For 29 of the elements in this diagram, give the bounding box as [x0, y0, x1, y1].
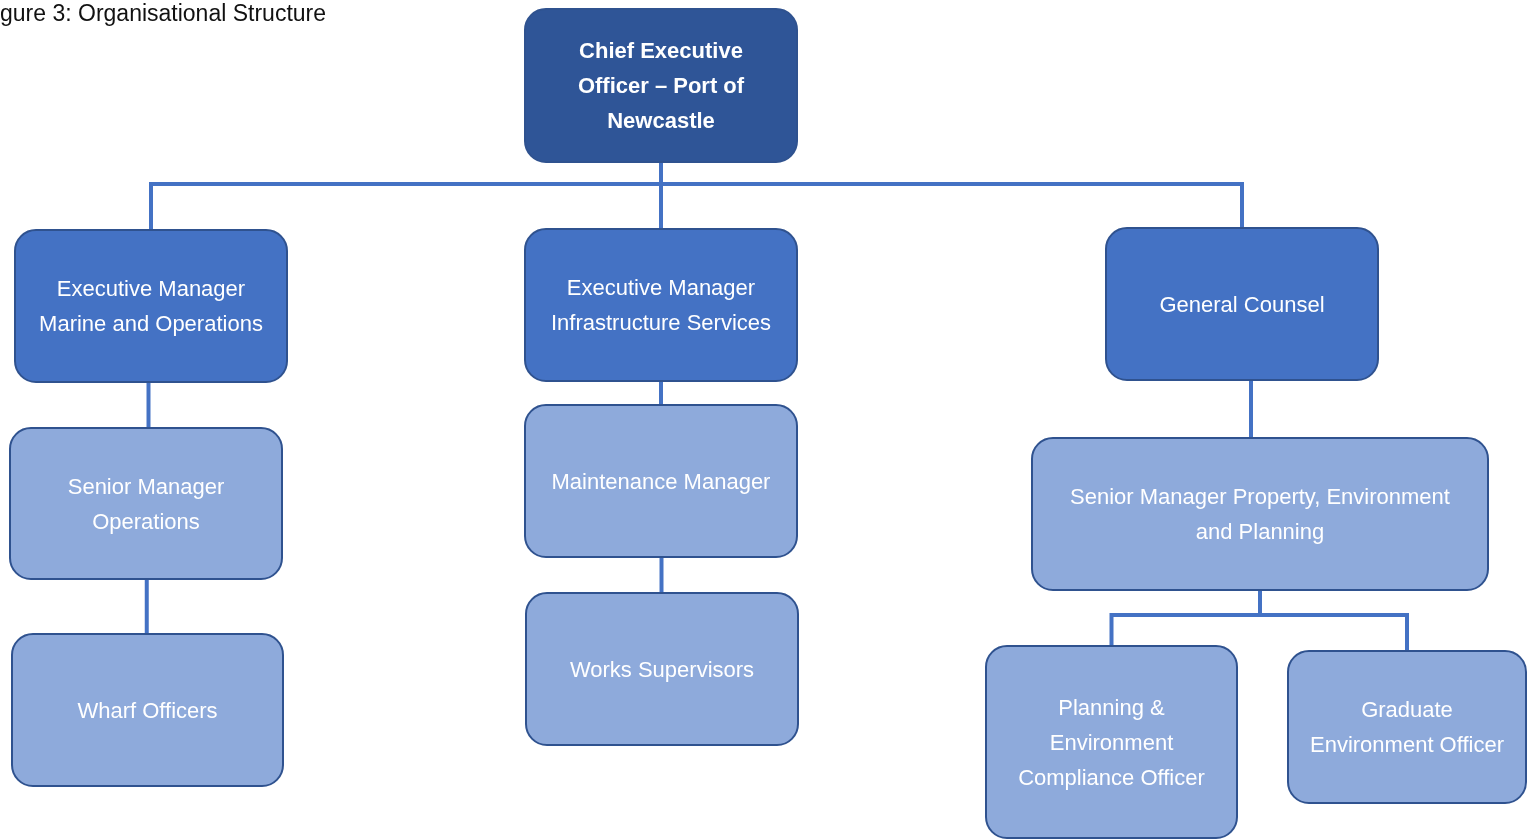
- role-title: Planning & Environment Compliance Officer: [1017, 693, 1206, 792]
- role-title: Maintenance Manager: [551, 467, 771, 496]
- connector-line: [144, 580, 149, 633]
- org-box: [14, 229, 288, 383]
- role-title: Senior Manager Operations: [66, 472, 226, 536]
- connector-line: [1258, 591, 1409, 650]
- connector-line: [1249, 381, 1253, 437]
- connector-line: [659, 558, 664, 592]
- role-title: General Counsel: [1159, 290, 1325, 319]
- org-box: [985, 645, 1238, 839]
- connector-line: [659, 382, 663, 404]
- org-box: [1031, 437, 1489, 591]
- connector-line: [146, 383, 151, 427]
- org-box: [1287, 650, 1527, 804]
- role-title: Executive Manager Marine and Operations: [38, 275, 264, 338]
- role-title: Chief Executive Officer – Port of Newcastle: [576, 37, 746, 135]
- role-title: Graduate Environment Officer: [1309, 696, 1505, 759]
- org-box: [11, 633, 284, 787]
- org-box: [524, 404, 798, 558]
- org-box: [524, 228, 798, 382]
- org-box: [1105, 227, 1379, 381]
- role-title: Executive Manager Infrastructure Services: [549, 274, 773, 337]
- org-box: [9, 427, 283, 580]
- org-box: [525, 592, 799, 746]
- role-title: Wharf Officers: [77, 696, 218, 725]
- role-title: Works Supervisors: [569, 655, 755, 684]
- role-title: Senior Manager Property, Environment and Planning: [1069, 483, 1451, 546]
- figure-caption: gure 3: Organisational Structure: [0, 0, 326, 26]
- org-box: [524, 8, 798, 163]
